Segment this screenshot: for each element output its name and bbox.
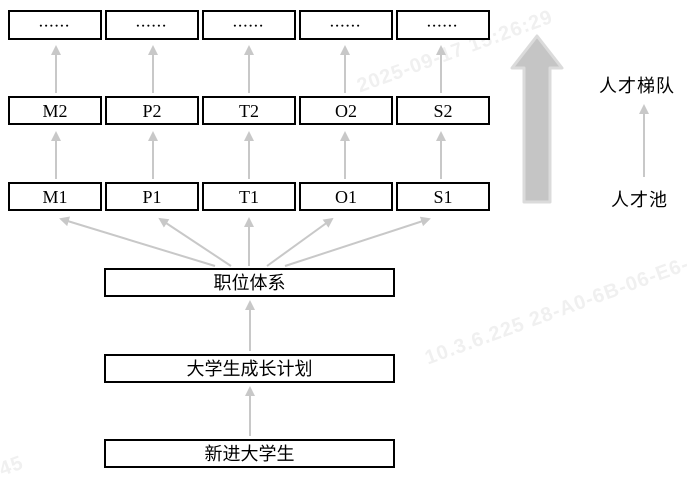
box-m2: M2 <box>8 96 102 125</box>
box-new-students: 新进大学生 <box>104 439 395 468</box>
box-dots-5: ∙∙∙∙∙∙ <box>396 10 490 40</box>
box-s2: S2 <box>396 96 490 125</box>
row-level-1: M1 P1 T1 O1 S1 <box>8 182 490 211</box>
box-o2: O2 <box>299 96 393 125</box>
big-up-arrow <box>510 34 564 204</box>
arrow-fan-m1 <box>59 216 216 267</box>
arrow-fan-o1 <box>266 217 334 267</box>
box-s1: S1 <box>396 182 490 211</box>
arrow-fan-p1 <box>158 217 232 267</box>
box-m1: M1 <box>8 182 102 211</box>
box-dots-4: ∙∙∙∙∙∙ <box>299 10 393 40</box>
box-p2: P2 <box>105 96 199 125</box>
box-t2: T2 <box>202 96 296 125</box>
box-growth-plan: 大学生成长计划 <box>104 354 395 383</box>
talent-ladder-label: 人才梯队 <box>599 76 675 96</box>
box-dots-1: ∙∙∙∙∙∙ <box>8 10 102 40</box>
row-future-levels: ∙∙∙∙∙∙ ∙∙∙∙∙∙ ∙∙∙∙∙∙ ∙∙∙∙∙∙ ∙∙∙∙∙∙ <box>8 10 490 40</box>
box-dots-2: ∙∙∙∙∙∙ <box>105 10 199 40</box>
box-o1: O1 <box>299 182 393 211</box>
box-dots-3: ∙∙∙∙∙∙ <box>202 10 296 40</box>
row-level-2: M2 P2 T2 O2 S2 <box>8 96 490 125</box>
box-position-system: 职位体系 <box>104 268 395 297</box>
box-t1: T1 <box>202 182 296 211</box>
box-p1: P1 <box>105 182 199 211</box>
talent-pool-label: 人才池 <box>611 190 668 210</box>
arrow-fan-s1 <box>284 216 431 267</box>
